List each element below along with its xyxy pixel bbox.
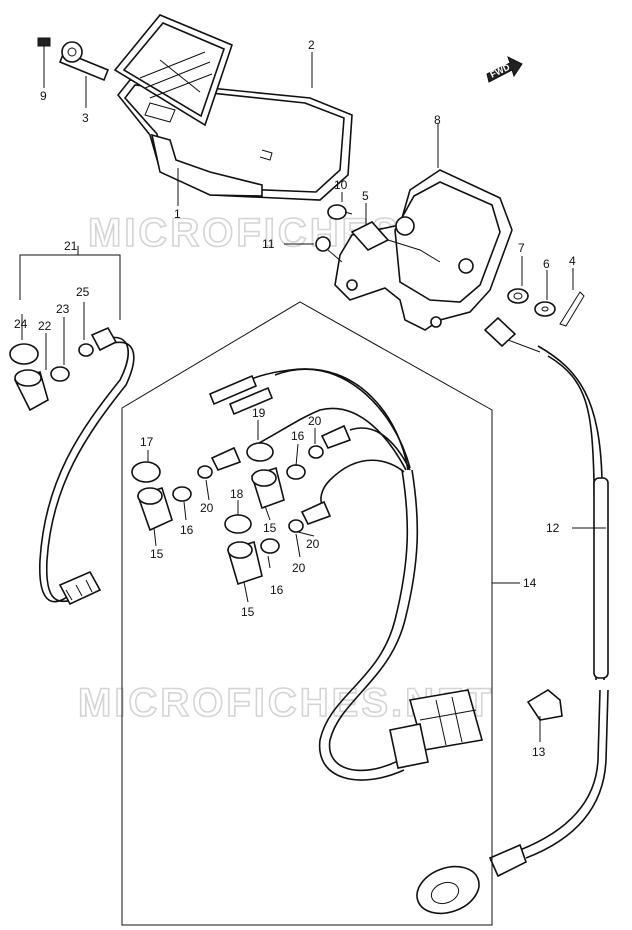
- callout-15-c: 15: [241, 605, 255, 619]
- callout-6: 6: [543, 257, 550, 271]
- callout-18: 18: [230, 487, 244, 501]
- callout-labels: 1 2 3 4 5 6 7 8 9 10 11 12 13 14 15 15 1…: [14, 38, 576, 759]
- callout-15-a: 15: [150, 547, 164, 561]
- callout-11: 11: [262, 237, 275, 251]
- callout-10: 10: [334, 178, 348, 192]
- callout-17: 17: [140, 435, 154, 449]
- callout-2: 2: [308, 38, 315, 52]
- meter-bracket-assembly: [315, 169, 513, 331]
- callout-14: 14: [523, 576, 537, 590]
- callout-16-b: 16: [291, 429, 305, 443]
- callout-5: 5: [362, 189, 369, 203]
- callout-15-b: 15: [263, 521, 277, 535]
- callout-13: 13: [532, 745, 546, 759]
- callout-22: 22: [38, 319, 52, 333]
- fwd-arrow-icon: FWD: [486, 56, 523, 83]
- callout-16-c: 16: [270, 583, 284, 597]
- callout-7: 7: [518, 241, 525, 255]
- indicator-sockets-and-bulbs: [131, 424, 352, 586]
- main-wiring-harness: [208, 368, 484, 781]
- callout-16-a: 16: [180, 523, 194, 537]
- callout-1: 1: [174, 207, 181, 221]
- main-harness-box: [121, 301, 493, 926]
- callout-9: 9: [40, 89, 47, 103]
- indicator-harness-left: [9, 326, 135, 606]
- callout-12: 12: [546, 521, 560, 535]
- callout-20-d: 20: [292, 561, 306, 575]
- callout-20-a: 20: [308, 414, 322, 428]
- callout-3: 3: [82, 111, 89, 125]
- fastener-washers: [507, 288, 585, 327]
- callout-19: 19: [252, 406, 266, 420]
- callout-20-b: 20: [200, 501, 214, 515]
- callout-24: 24: [14, 317, 28, 331]
- callout-8: 8: [434, 113, 441, 127]
- speedometer-cable: [416, 316, 609, 915]
- speedometer-assembly: [37, 14, 353, 201]
- leader-lines: [19, 52, 606, 742]
- callout-21: 21: [64, 239, 78, 253]
- callout-4: 4: [569, 254, 576, 268]
- callout-20-c: 20: [306, 537, 320, 551]
- callout-25: 25: [76, 285, 90, 299]
- callout-23: 23: [56, 302, 70, 316]
